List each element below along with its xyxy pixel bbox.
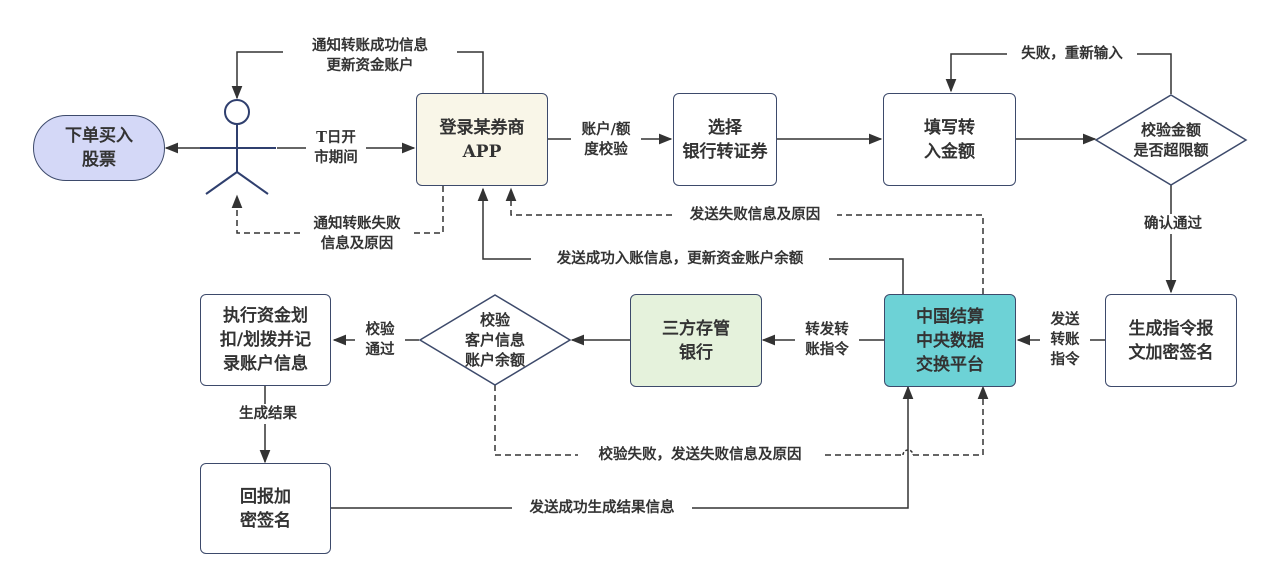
buy-stock-node[interactable]: 下单买入 股票 — [33, 115, 165, 181]
gen-instruction-node[interactable]: 生成指令报 文加密签名 — [1105, 294, 1237, 387]
label-t-day: T日开 市期间 — [306, 128, 366, 168]
verify-client-label: 校验 客户信息 账户余额 — [464, 311, 525, 369]
label-verify-fail: 校验失败，发送失败信息及原因 — [578, 445, 822, 465]
label-verify-pass: 校验 通过 — [355, 320, 405, 360]
execute-transfer-node[interactable]: 执行资金划 扣/划拨并记 录账户信息 — [200, 294, 331, 386]
verify-client-diamond[interactable] — [418, 294, 572, 386]
select-transfer-node[interactable]: 选择 银行转证券 — [673, 93, 777, 186]
csdc-platform-node[interactable]: 中国结算 中央数据 交换平台 — [884, 294, 1016, 387]
check-limit-diamond[interactable] — [1094, 94, 1248, 186]
label-confirm-pass: 确认通过 — [1134, 214, 1212, 234]
label-notify-fail: 通知转账失败 信息及原因 — [300, 214, 414, 254]
label-notify-success: 通知转账成功信息 更新资金账户 — [283, 36, 457, 76]
label-send-result-success: 发送成功生成结果信息 — [512, 498, 692, 518]
fill-amount-node[interactable]: 填写转 入金额 — [883, 93, 1016, 186]
label-account-check: 账户/额 度校验 — [571, 120, 641, 160]
label-gen-result: 生成结果 — [229, 404, 307, 424]
login-app-node[interactable]: 登录某券商 APP — [416, 93, 548, 186]
custody-bank-node[interactable]: 三方存管 银行 — [630, 294, 762, 387]
label-send-transfer: 发送 转账 指令 — [1040, 310, 1090, 370]
report-sign-node[interactable]: 回报加 密签名 — [200, 463, 331, 554]
check-limit-label: 校验金额 是否超限额 — [1133, 121, 1209, 159]
label-forward-transfer: 转发转 账指令 — [795, 320, 859, 360]
label-send-fail-reason: 发送失败信息及原因 — [673, 205, 837, 225]
label-retry: 失败，重新输入 — [1007, 44, 1137, 64]
user-actor-icon — [200, 99, 276, 195]
label-send-success-credit: 发送成功入账信息，更新资金账户余额 — [531, 249, 829, 269]
